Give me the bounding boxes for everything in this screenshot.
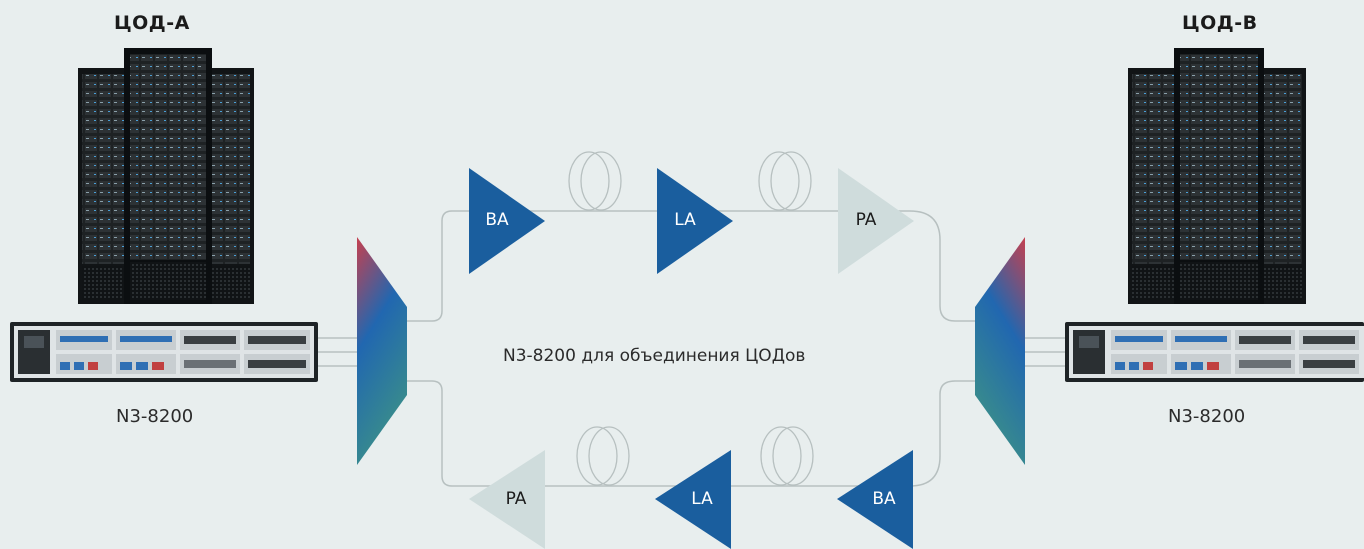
device-left-label: N3-8200 (116, 406, 194, 427)
amplifier-la-top (657, 168, 733, 274)
server-rack-right-icon (1128, 48, 1306, 304)
fiber-spool-icon (576, 426, 630, 486)
amplifier-la-bottom (655, 450, 731, 549)
amp-label-pa-top: PA (855, 210, 877, 230)
fiber-spools (568, 151, 814, 486)
amp-label-pa-bottom: PA (505, 489, 527, 509)
server-rack-left-icon (78, 48, 254, 304)
amp-label-la-bottom: LA (691, 489, 713, 509)
amplifier-ba-top (469, 168, 545, 274)
n3-8200-chassis-left-icon (10, 322, 318, 382)
fiber-spool-icon (568, 151, 622, 211)
center-caption: N3-8200 для объединения ЦОДов (503, 346, 806, 366)
datacenter-b-label: ЦОД-B (1182, 12, 1258, 34)
n3-8200-chassis-right-icon (1065, 322, 1364, 382)
amp-label-la-top: LA (674, 210, 696, 230)
mux-right (975, 237, 1025, 465)
amplifier-pa-top (838, 168, 914, 274)
amplifier-pa-bottom (469, 450, 545, 549)
amp-label-ba-top: BA (485, 210, 509, 230)
device-right-label: N3-8200 (1168, 406, 1246, 427)
fiber-spool-icon (758, 151, 812, 211)
mux-left (357, 237, 407, 465)
datacenter-a-label: ЦОД-A (114, 12, 190, 34)
amp-label-ba-bottom: BA (872, 489, 896, 509)
amplifier-ba-bottom (837, 450, 913, 549)
fiber-spool-icon (760, 426, 814, 486)
